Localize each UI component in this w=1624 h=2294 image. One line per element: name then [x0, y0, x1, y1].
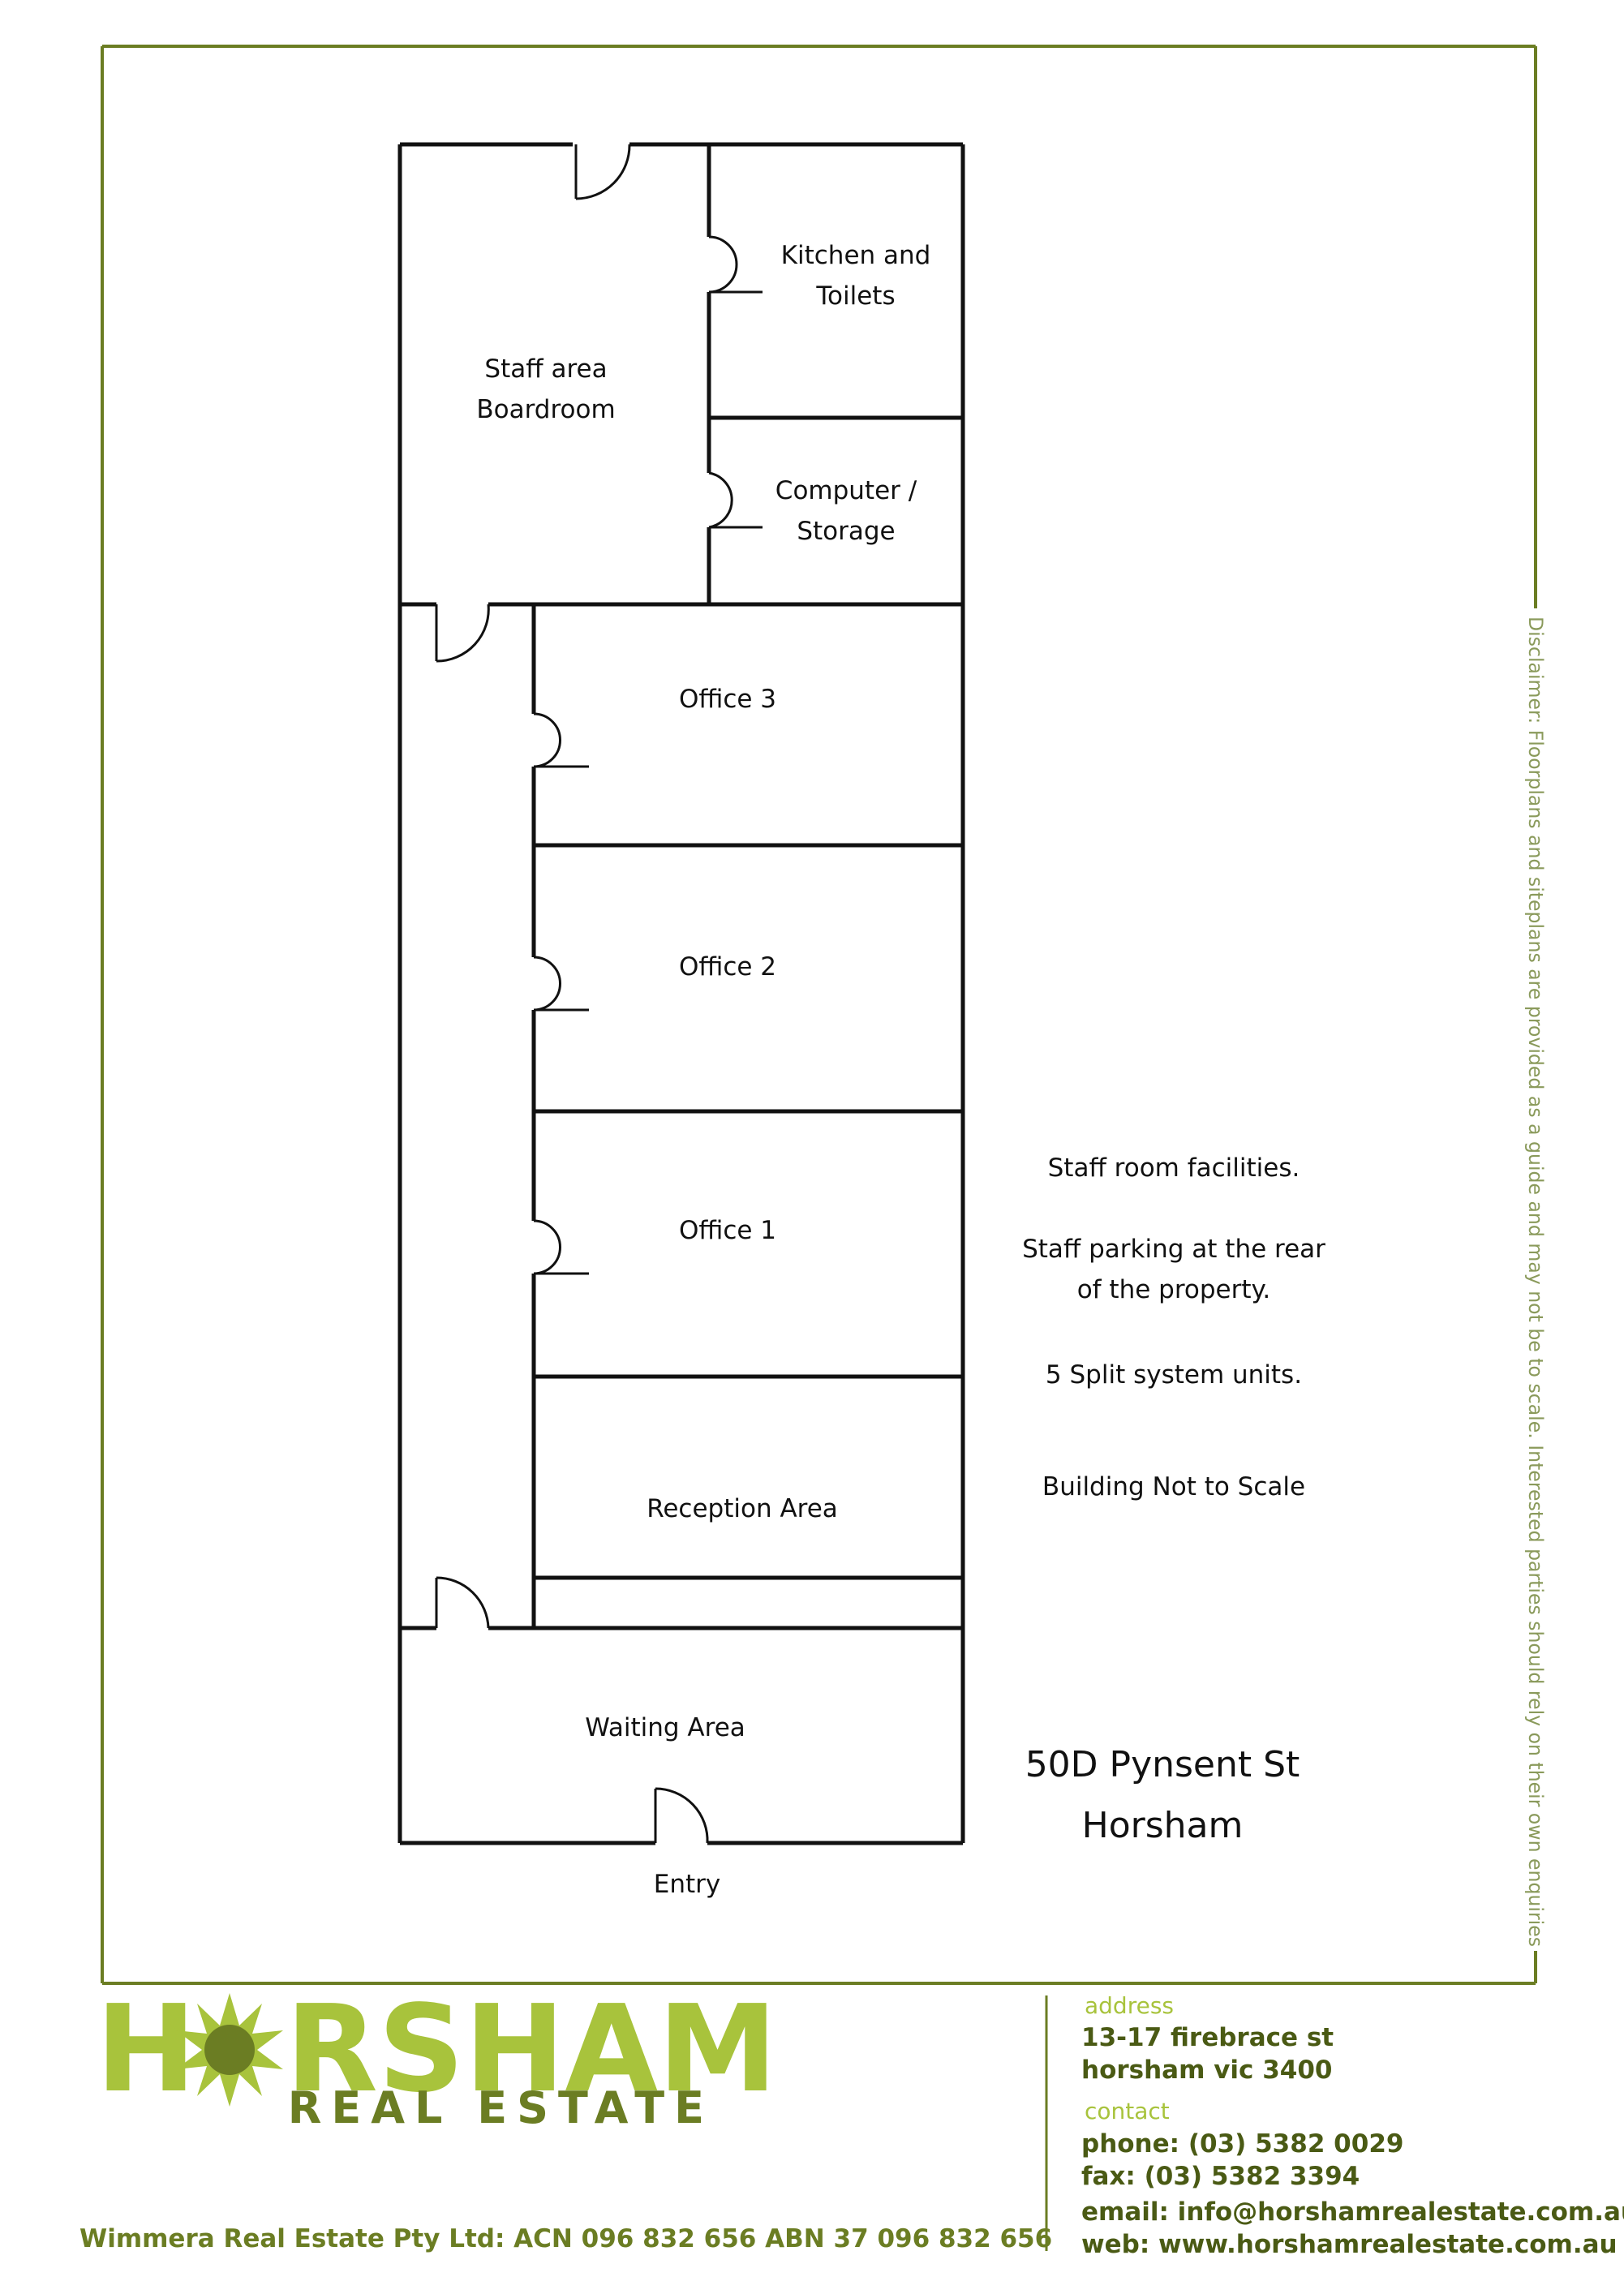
label-waiting: Waiting Area — [585, 1713, 745, 1742]
contact-fax: fax: (03) 5382 3394 — [1081, 2162, 1360, 2191]
logo-rsham: RSHAM — [286, 1979, 777, 2119]
contact-email: email: info@horshamrealestate.com.au — [1081, 2197, 1624, 2227]
label-entry: Entry — [654, 1870, 720, 1899]
note-facilities: Staff room facilities. — [1048, 1153, 1300, 1183]
disclaimer: Disclaimer: Floorplans and siteplans are… — [1524, 616, 1547, 1947]
horsham-logo: H RSHAM REAL ESTATE — [96, 1979, 777, 2133]
label-staff-area-1: Staff area — [484, 354, 607, 384]
note-parking-2: of the property. — [1077, 1275, 1271, 1304]
page-frame — [101, 45, 1537, 1985]
building-walls — [397, 142, 965, 1845]
label-computer-1: Computer / — [775, 476, 917, 505]
label-office-3: Office 3 — [679, 685, 776, 714]
door-computer — [708, 471, 763, 529]
company-registration: Wimmera Real Estate Pty Ltd: ACN 096 832… — [79, 2224, 1052, 2253]
door-kitchen — [708, 235, 763, 294]
sun-icon — [176, 1993, 283, 2107]
label-office-1: Office 1 — [679, 1216, 776, 1245]
property-address-line2: Horsham — [1082, 1805, 1244, 1846]
address-line2: horsham vic 3400 — [1081, 2056, 1332, 2085]
door-office3 — [533, 712, 589, 768]
logo-subtitle: REAL ESTATE — [288, 2082, 714, 2133]
label-reception: Reception Area — [647, 1494, 838, 1523]
door-office1 — [533, 1219, 589, 1275]
door-staff-top — [574, 144, 631, 200]
door-hall-bottom — [435, 1576, 490, 1629]
label-staff-area-2: Boardroom — [476, 395, 615, 424]
contact-phone: phone: (03) 5382 0029 — [1081, 2129, 1403, 2159]
door-entry — [654, 1787, 709, 1844]
note-parking-1: Staff parking at the rear — [1022, 1235, 1325, 1264]
logo-h: H — [96, 1979, 196, 2119]
note-units: 5 Split system units. — [1046, 1360, 1302, 1390]
note-scale: Building Not to Scale — [1042, 1472, 1305, 1501]
label-office-2: Office 2 — [679, 952, 776, 982]
door-office2 — [533, 956, 589, 1012]
label-computer-2: Storage — [797, 517, 895, 546]
label-kitchen-2: Toilets — [815, 281, 895, 311]
contact-web: web: www.horshamrealestate.com.au — [1081, 2230, 1618, 2259]
contact-heading: contact — [1085, 2098, 1170, 2124]
door-hall-top — [435, 604, 490, 663]
property-address-line1: 50D Pynsent St — [1025, 1744, 1300, 1785]
doors — [435, 144, 763, 1844]
address-heading: address — [1085, 1992, 1174, 2019]
address-line1: 13-17 firebrace st — [1081, 2023, 1334, 2052]
label-kitchen-1: Kitchen and — [781, 241, 931, 270]
